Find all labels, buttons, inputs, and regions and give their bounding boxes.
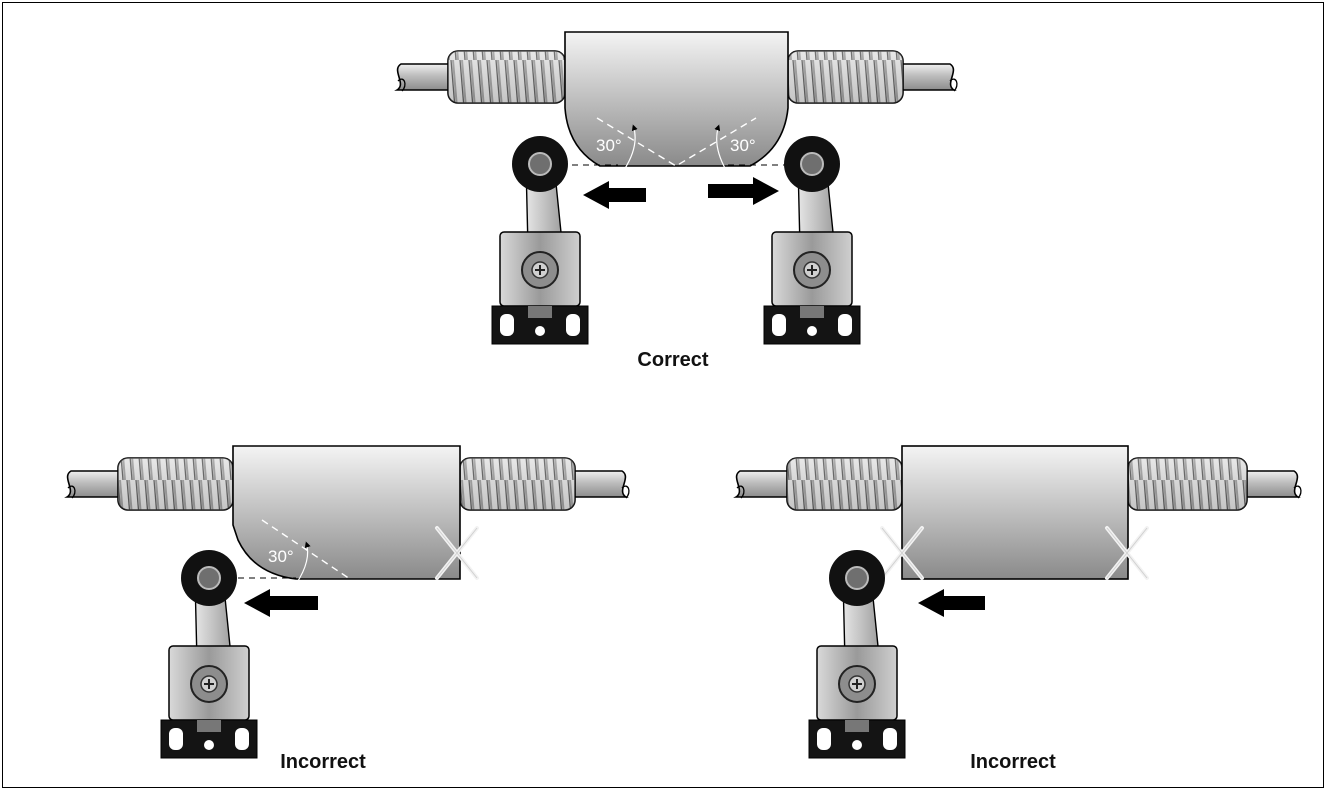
mount-slot-right (883, 728, 897, 750)
caption-correct: Correct (637, 349, 709, 371)
roller-hub (845, 566, 869, 590)
mount-hole (807, 326, 817, 336)
mount-slot-left (500, 314, 514, 336)
angle-arc (295, 541, 311, 585)
mount-hole (204, 740, 214, 750)
scenario-incorrect-one-bevel (64, 445, 630, 759)
caption-incorrect-left: Incorrect (280, 751, 366, 773)
mount-slot-right (235, 728, 249, 750)
scenario-incorrect-no-bevel (733, 445, 1302, 759)
roller-hub (800, 152, 824, 176)
incorrect-cross-left-end (880, 526, 924, 580)
arrow-correct-right (708, 177, 779, 205)
roller-hub (197, 566, 221, 590)
limit-switch-correct-left (491, 136, 589, 345)
arrow-incorrect-left (244, 589, 318, 617)
angle-label-correct-left: 30° (596, 136, 622, 155)
limit-switch-incorrect-right (808, 550, 906, 759)
scenario-correct (394, 31, 958, 345)
mount-hole (852, 740, 862, 750)
angle-arc-left (623, 124, 638, 171)
angle-arc-right (714, 124, 727, 171)
roller-hub (528, 152, 552, 176)
mount-slot-left (817, 728, 831, 750)
bevel-guide (596, 117, 757, 167)
mount-slot-left (169, 728, 183, 750)
limit-switch-correct-right (763, 136, 861, 345)
mount-slot-right (838, 314, 852, 336)
caption-incorrect-right: Incorrect (970, 751, 1056, 773)
arrow-correct-left (583, 181, 646, 209)
limit-switch-incorrect-left (160, 550, 258, 759)
incorrect-cross-right-end (435, 526, 479, 580)
bevel-guide (261, 519, 351, 580)
mount-slot-left (772, 314, 786, 336)
cam-block-square (901, 445, 1129, 580)
mount-hole (535, 326, 545, 336)
mount-slot-right (566, 314, 580, 336)
incorrect-cross-right-end (1105, 526, 1149, 580)
angle-label-incorrect-left: 30° (268, 547, 294, 566)
cam-block-one-bevel (232, 445, 461, 580)
arrow-incorrect-right (918, 589, 985, 617)
angle-label-correct-right: 30° (730, 136, 756, 155)
